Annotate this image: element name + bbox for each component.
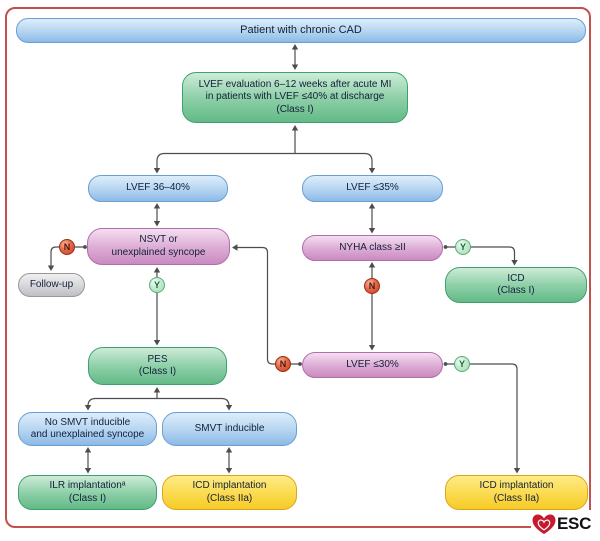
esc-logo: ESC bbox=[531, 510, 593, 537]
edge-lvef30-to-icdiia-right bbox=[443, 362, 521, 474]
node-nyha: NYHA class ≥II bbox=[302, 235, 443, 261]
badge-no-nsvt-to-followup: N bbox=[59, 239, 75, 255]
edge-pes-split bbox=[84, 387, 233, 411]
esc-heart-icon bbox=[532, 513, 556, 534]
node-icd-iia-right: ICD implantation (Class IIa) bbox=[445, 475, 588, 510]
edge-nyha-to-lvef30 bbox=[368, 262, 376, 351]
esc-logo-text: ESC bbox=[557, 514, 592, 533]
edge-nosmvt-to-ilr bbox=[84, 447, 92, 474]
edge-nyha-to-icdclassi bbox=[443, 245, 518, 266]
figure-border bbox=[5, 7, 591, 528]
edge-eval-split bbox=[153, 125, 376, 174]
node-icd-class-i: ICD (Class I) bbox=[445, 267, 587, 303]
edge-nsvt-to-followup bbox=[47, 245, 87, 271]
edge-smvt-to-icdiia bbox=[225, 447, 233, 474]
edge-lvef3640-to-nsvt bbox=[153, 203, 161, 227]
edge-patient-to-eval bbox=[291, 44, 299, 70]
node-nsvt-syncope: NSVT or unexplained syncope bbox=[87, 228, 230, 265]
badge-yes-nsvt-to-pes: Y bbox=[149, 277, 165, 293]
badge-no-lvef30-to-nsvt: N bbox=[275, 356, 291, 372]
node-lvef-le-35: LVEF ≤35% bbox=[302, 175, 443, 202]
node-lvef-eval: LVEF evaluation 6–12 weeks after acute M… bbox=[182, 72, 408, 123]
node-lvef-36-40: LVEF 36–40% bbox=[88, 175, 228, 202]
node-follow-up: Follow-up bbox=[18, 273, 85, 297]
node-icd-iia-left: ICD implantation (Class IIa) bbox=[162, 475, 297, 510]
node-smvt: SMVT inducible bbox=[162, 412, 297, 446]
node-patient: Patient with chronic CAD bbox=[16, 18, 586, 43]
edge-lvef35-to-nyha bbox=[368, 203, 376, 234]
node-lvef-le-30: LVEF ≤30% bbox=[302, 352, 443, 378]
badge-yes-lvef30-to-icd: Y bbox=[454, 356, 470, 372]
badge-yes-nyha-to-icd: Y bbox=[455, 239, 471, 255]
node-pes: PES (Class I) bbox=[88, 347, 227, 385]
badge-no-nyha-to-lvef30: N bbox=[364, 278, 380, 294]
edge-lvef30-to-nsvt bbox=[232, 244, 302, 366]
node-no-smvt: No SMVT inducible and unexplained syncop… bbox=[18, 412, 157, 446]
node-ilr: ILR implantationᵃ (Class I) bbox=[18, 475, 157, 510]
